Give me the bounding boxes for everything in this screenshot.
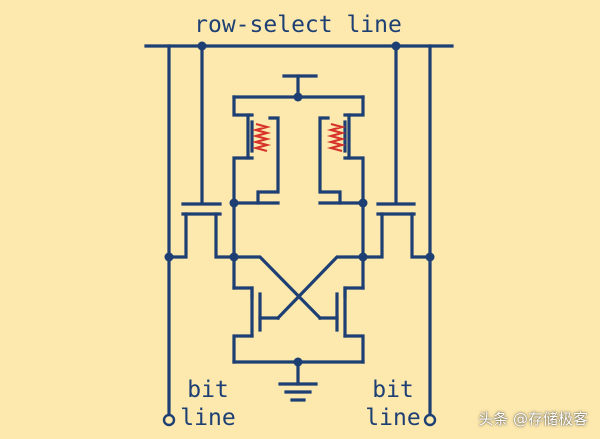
supply-vdd xyxy=(232,74,365,102)
row-select-label: row-select line xyxy=(194,12,402,38)
right-load-transistor xyxy=(318,95,365,205)
bit-line-left-terminal xyxy=(162,413,176,427)
junction xyxy=(197,41,207,51)
right-resistor xyxy=(326,122,347,153)
junction xyxy=(391,41,401,51)
bit-line-left-label-2: line xyxy=(180,405,235,431)
ground-symbol xyxy=(232,357,365,402)
bit-line-right-label-2: line xyxy=(365,405,420,431)
left-load-transistor xyxy=(232,95,280,205)
watermark: 头条 @存储极客 xyxy=(478,410,588,428)
bit-line-right-terminal xyxy=(423,413,437,427)
cross-link-left xyxy=(232,255,323,321)
bit-line-left-label-1: bit xyxy=(187,377,229,403)
junction xyxy=(425,252,435,262)
bit-line-right-label-1: bit xyxy=(372,377,414,403)
left-pulldown-transistor xyxy=(232,286,280,364)
junction xyxy=(164,252,174,262)
right-pulldown-transistor xyxy=(318,286,365,364)
right-access-transistor xyxy=(361,202,432,259)
left-resistor xyxy=(251,122,272,153)
left-access-transistor xyxy=(167,202,236,259)
cross-link-right xyxy=(275,255,365,321)
